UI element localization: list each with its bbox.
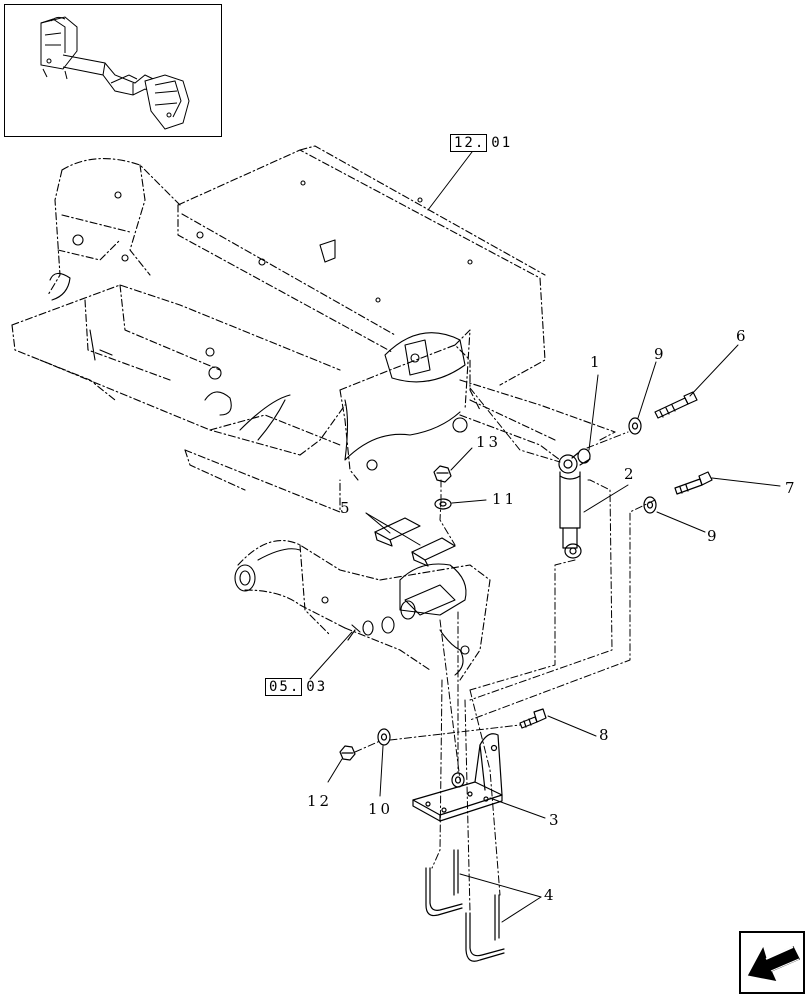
part-4-ubolts	[425, 849, 505, 962]
part-9-washer-lower	[643, 496, 657, 514]
axle-arm	[237, 540, 491, 681]
part-9-washer-upper	[628, 417, 642, 435]
part-13-nut	[433, 465, 452, 483]
part-8-bolt	[519, 708, 547, 729]
back-arrow-glyph	[747, 946, 801, 982]
callout-8: 8	[599, 726, 612, 744]
part-2-shock-absorber	[558, 454, 582, 559]
callout-10: 10	[368, 800, 394, 818]
frame-assembly	[11, 145, 616, 513]
part-10-washer	[377, 728, 391, 746]
part-11-washer	[434, 498, 452, 510]
back-arrow-icon[interactable]	[739, 931, 805, 994]
callout-11: 11	[492, 490, 518, 508]
frame-reference-label: 12.01	[450, 134, 513, 152]
callout-9-lower: 9	[707, 527, 720, 545]
frame-ref-number: 01	[491, 135, 513, 151]
part-5-straps	[374, 517, 456, 567]
axle-reference-label: 05.03	[265, 678, 328, 696]
leader-lines	[309, 151, 781, 923]
axle-ref-number: 03	[306, 679, 328, 695]
frame-details	[49, 180, 473, 471]
part-6-bolt	[654, 391, 698, 419]
assembly-thumbnail	[4, 4, 222, 137]
axle-arm-details	[234, 548, 470, 676]
callout-5: 5	[340, 499, 353, 517]
callout-13: 13	[476, 433, 502, 451]
callout-2: 2	[624, 465, 637, 483]
part-12-nut	[339, 745, 356, 761]
callout-4: 4	[544, 886, 557, 904]
callout-1: 1	[590, 353, 603, 371]
part-3-bracket	[412, 733, 503, 822]
part-7-bolt	[674, 471, 713, 495]
callout-9-upper: 9	[654, 345, 667, 363]
frame-ref-boxed: 12.	[450, 134, 488, 152]
callout-7: 7	[785, 479, 798, 497]
part-1-bushing	[571, 448, 591, 466]
callout-12: 12	[307, 792, 333, 810]
assembly-lines	[354, 387, 656, 913]
callout-6: 6	[736, 327, 749, 345]
callout-3: 3	[549, 811, 562, 829]
axle-ref-boxed: 05.	[265, 678, 303, 696]
thumbnail-drawing	[40, 16, 190, 130]
